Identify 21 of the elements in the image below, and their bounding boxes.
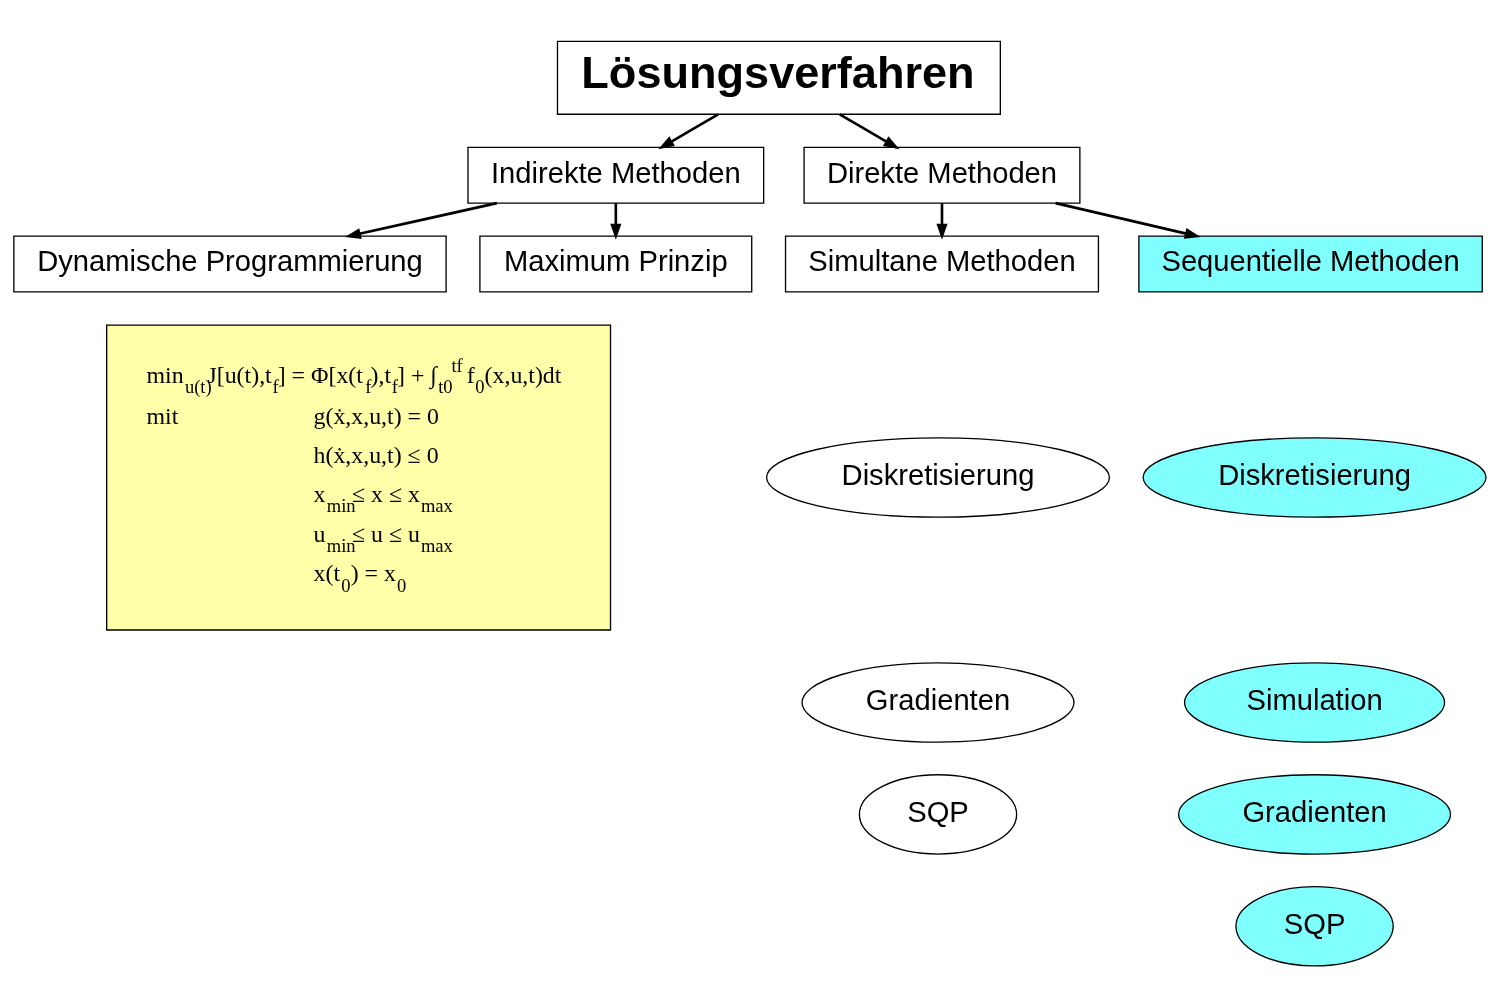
arrow [658,112,719,149]
arrow [610,202,622,240]
node-box: Lösungsverfahren [556,40,1001,115]
node-ellipse: Diskretisierung [1142,436,1487,518]
node-box: Simultane Methoden [784,235,1100,293]
node-ellipse: Gradienten [1177,773,1452,855]
node-box: Sequentielle Methoden [1138,235,1483,293]
node-box: Indirekte Methoden [467,146,765,204]
arrow [936,202,948,240]
node-box: Maximum Prinzip [479,235,753,293]
node-ellipse: SQP [1235,885,1394,967]
node-box: min$_{u(t)}$J[u(t),t$_{f}$] = Φ[x(t$_{f}$),t$_{f}$] + ∫$_{t0}$$^{tf}$ f$_{0}$(x,u,t)dt mit g(ẋ,x,u,t) = 0 h(ẋ,x,u,t) ≤ 0 x$_{min}$≤ x ≤ x$_{max}$ u$_{min}$≤ u ≤ u$_{max}$ x(t$_{0}$) = x$_{0}$ [106,323,612,631]
node-box: Direkte Methoden [803,146,1081,204]
node-box: Dynamische Programmierung [13,235,447,293]
arrow [1055,201,1201,239]
node-ellipse: Diskretisierung [765,436,1111,518]
node-ellipse: SQP [858,773,1018,855]
arrow [838,112,900,149]
node-ellipse: Simulation [1183,661,1446,743]
arrow [344,201,498,239]
node-ellipse: Gradienten [801,661,1075,743]
